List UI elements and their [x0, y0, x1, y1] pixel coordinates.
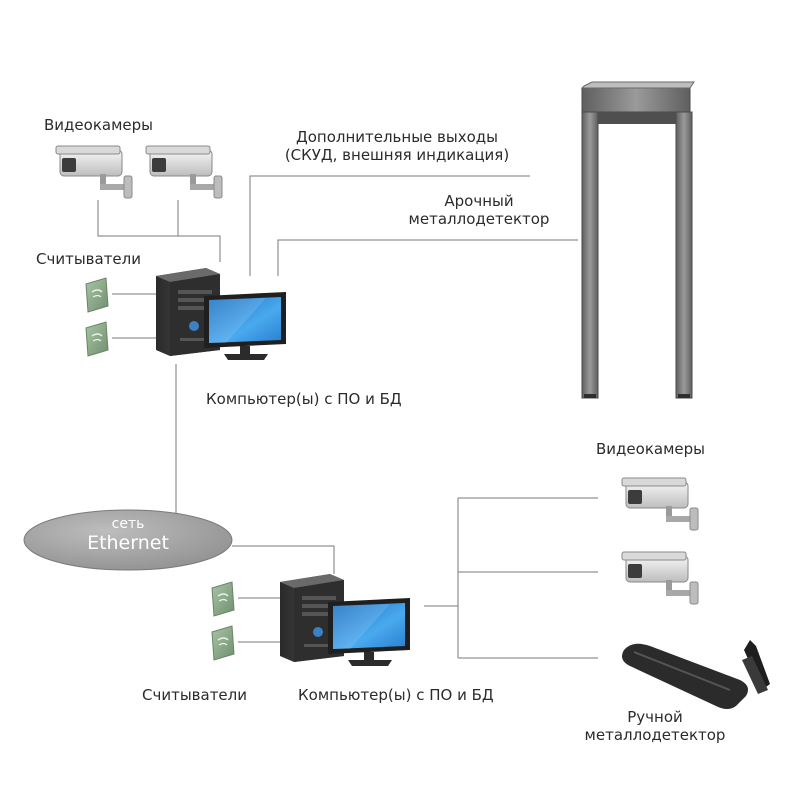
bottom-reader-1: [211, 581, 235, 617]
top-computer-label: Компьютер(ы) с ПО и БД: [206, 390, 402, 408]
top-reader-2: [85, 321, 109, 357]
ethernet-label-line2: Ethernet: [87, 532, 169, 554]
outputs-label: Дополнительные выходы (СКУД, внешняя инд…: [262, 128, 532, 164]
ethernet-cloud-icon: [23, 509, 233, 571]
arch-detector-label-line1: Арочный: [444, 192, 514, 210]
top-computer-icon: [156, 268, 286, 360]
handheld-detector-label-line2: металлодетектор: [584, 726, 726, 744]
top-camera-1: [55, 145, 133, 199]
bottom-cameras-label: Видеокамеры: [596, 440, 705, 458]
handheld-detector-label: Ручной металлодетектор: [566, 708, 744, 744]
top-readers-label: Считыватели: [36, 250, 141, 268]
bottom-computer-label: Компьютер(ы) с ПО и БД: [298, 686, 494, 704]
top-reader-1: [85, 277, 109, 313]
outputs-label-line2: (СКУД, внешняя индикация): [284, 146, 510, 164]
bottom-reader-2: [211, 625, 235, 661]
ethernet-label: сеть Ethernet: [24, 516, 232, 554]
outputs-label-line1: Дополнительные выходы: [295, 128, 499, 146]
ethernet-label-line1: сеть: [111, 516, 145, 532]
bottom-camera-1: [621, 477, 699, 531]
top-camera-2: [145, 145, 223, 199]
handheld-detector-label-line1: Ручной: [627, 708, 683, 726]
arch-detector-label: Арочный металлодетектор: [394, 192, 564, 228]
bottom-camera-2: [621, 551, 699, 605]
handheld-metal-detector-icon: [622, 640, 770, 709]
arch-metal-detector-icon: [580, 81, 695, 399]
connection-lines: [97, 175, 598, 659]
bottom-computer-icon: [280, 574, 410, 666]
top-cameras-label: Видеокамеры: [44, 116, 153, 134]
arch-detector-label-line2: металлодетектор: [408, 210, 550, 228]
bottom-readers-label: Считыватели: [142, 686, 247, 704]
